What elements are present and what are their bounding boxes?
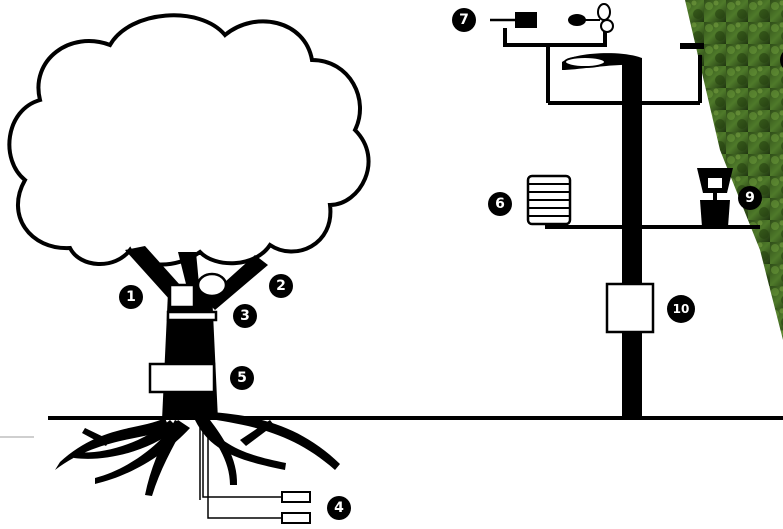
marker-10: 10 bbox=[667, 295, 695, 323]
svg-text:3: 3 bbox=[240, 308, 250, 324]
pyranometer bbox=[680, 43, 704, 49]
marker-3: 3 bbox=[233, 304, 257, 328]
svg-text:1: 1 bbox=[126, 289, 136, 305]
tree-sensor-box bbox=[170, 285, 194, 307]
soil-probe-upper bbox=[282, 492, 310, 502]
svg-text:2: 2 bbox=[276, 278, 286, 294]
marker-1: 1 bbox=[119, 285, 143, 309]
solar-panel-face bbox=[565, 57, 605, 67]
svg-text:4: 4 bbox=[334, 500, 344, 516]
tree-crown bbox=[9, 15, 368, 264]
svg-text:6: 6 bbox=[495, 196, 505, 212]
marker-4: 4 bbox=[327, 496, 351, 520]
marker-9: 9 bbox=[738, 186, 762, 210]
weather-mast bbox=[622, 62, 642, 420]
radiation-shield bbox=[528, 176, 570, 227]
rain-gauge bbox=[697, 168, 733, 227]
svg-text:10: 10 bbox=[673, 302, 690, 316]
marker-5: 5 bbox=[230, 366, 254, 390]
marker-7: 7 bbox=[452, 8, 476, 32]
tree-sensor-disc bbox=[198, 274, 226, 296]
svg-text:7: 7 bbox=[459, 12, 469, 28]
svg-text:5: 5 bbox=[237, 370, 247, 386]
trunk-logger-box bbox=[150, 364, 214, 392]
soil-probe-lower bbox=[282, 513, 310, 523]
tree-band bbox=[168, 312, 216, 320]
marker-6: 6 bbox=[488, 192, 512, 216]
mast-logger-box bbox=[607, 284, 653, 332]
wind-vane bbox=[490, 12, 537, 28]
tree-roots bbox=[55, 412, 340, 496]
svg-text:9: 9 bbox=[745, 190, 755, 206]
marker-2: 2 bbox=[269, 274, 293, 298]
anemometer bbox=[568, 4, 613, 32]
